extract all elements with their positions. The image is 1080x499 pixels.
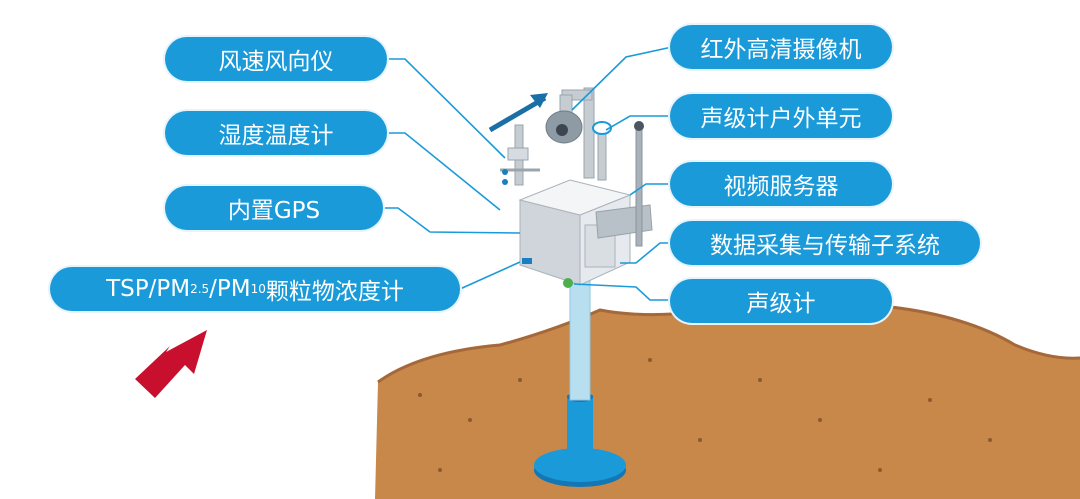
upper-pole	[569, 274, 591, 401]
soil-specks	[418, 358, 992, 472]
camera-assembly	[545, 87, 595, 179]
dust-label-sub1: 2.5	[190, 282, 210, 296]
label-sound-outdoor-unit: 声级计户外单元	[670, 94, 892, 138]
red-arrow-icon	[135, 330, 207, 398]
label-sound-meter: 声级计	[670, 279, 892, 323]
dust-label-part1: TSP/PM	[106, 276, 191, 302]
label-video-server: 视频服务器	[670, 162, 892, 206]
dust-label-sub2: 10	[250, 282, 266, 296]
dust-label-part3: 颗粒物浓度计	[265, 279, 404, 305]
leader-lines	[384, 46, 673, 301]
antenna	[634, 121, 644, 247]
label-wind-sensor: 风速风向仪	[165, 37, 387, 81]
lower-pole	[567, 395, 593, 467]
sound-unit	[592, 121, 612, 181]
label-infrared-camera: 红外高清摄像机	[670, 25, 892, 69]
wind-sensor	[488, 93, 548, 186]
label-builtin-gps: 内置GPS	[165, 186, 383, 230]
dust-label-part2: /PM	[209, 276, 251, 302]
ground-mound	[375, 303, 1080, 499]
label-data-system: 数据采集与传输子系统	[670, 221, 980, 265]
label-humidity-thermometer: 湿度温度计	[165, 111, 387, 155]
